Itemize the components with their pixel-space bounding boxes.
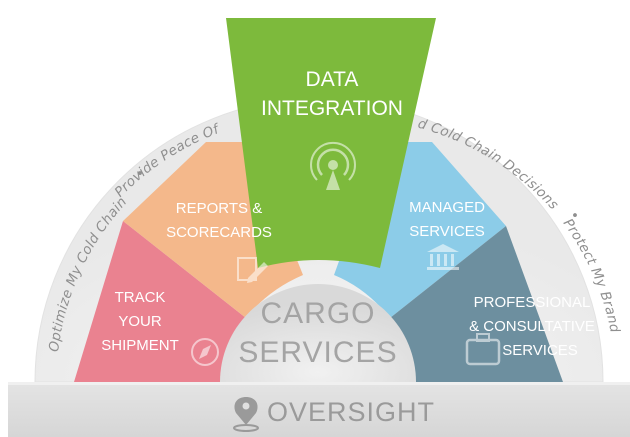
center-hub [220,284,416,382]
data-integration-label-line2: INTEGRATION [261,97,403,120]
professional-label-line2: & CONSULTATIVE [469,318,595,335]
ring-text-dot-2: • [571,208,579,224]
track-label-line2: YOUR [118,313,162,330]
professional-label-line1: PROFESSIONAL [474,294,591,311]
bank-icon [427,244,459,270]
oversight-bar-highlight [8,382,630,385]
segment-professional-services[interactable] [390,226,563,382]
track-label-line3: SHIPMENT [101,337,179,354]
segment-track-shipment[interactable] [74,221,246,382]
ring-text-dot-1: • [136,166,144,182]
professional-label-line3: SERVICES [502,342,578,359]
edit-document-icon [237,257,268,283]
center-label-line2: SERVICES [238,336,397,369]
data-integration-label-line1: DATA [306,68,359,91]
compass-icon [191,338,219,366]
reports-label-line2: SCORECARDS [166,224,272,241]
reports-label-line1: REPORTS & [176,200,262,217]
briefcase-icon [465,333,501,366]
managed-label-line2: SERVICES [409,223,485,240]
broadcast-tower-icon [310,141,356,190]
oversight-bar [8,382,630,437]
oversight-label: OVERSIGHT [267,397,435,427]
managed-label-line1: MANAGED [409,199,485,216]
location-pin-icon [233,397,259,432]
track-label-line1: TRACK [115,289,166,306]
center-label-line1: CARGO [260,297,375,330]
